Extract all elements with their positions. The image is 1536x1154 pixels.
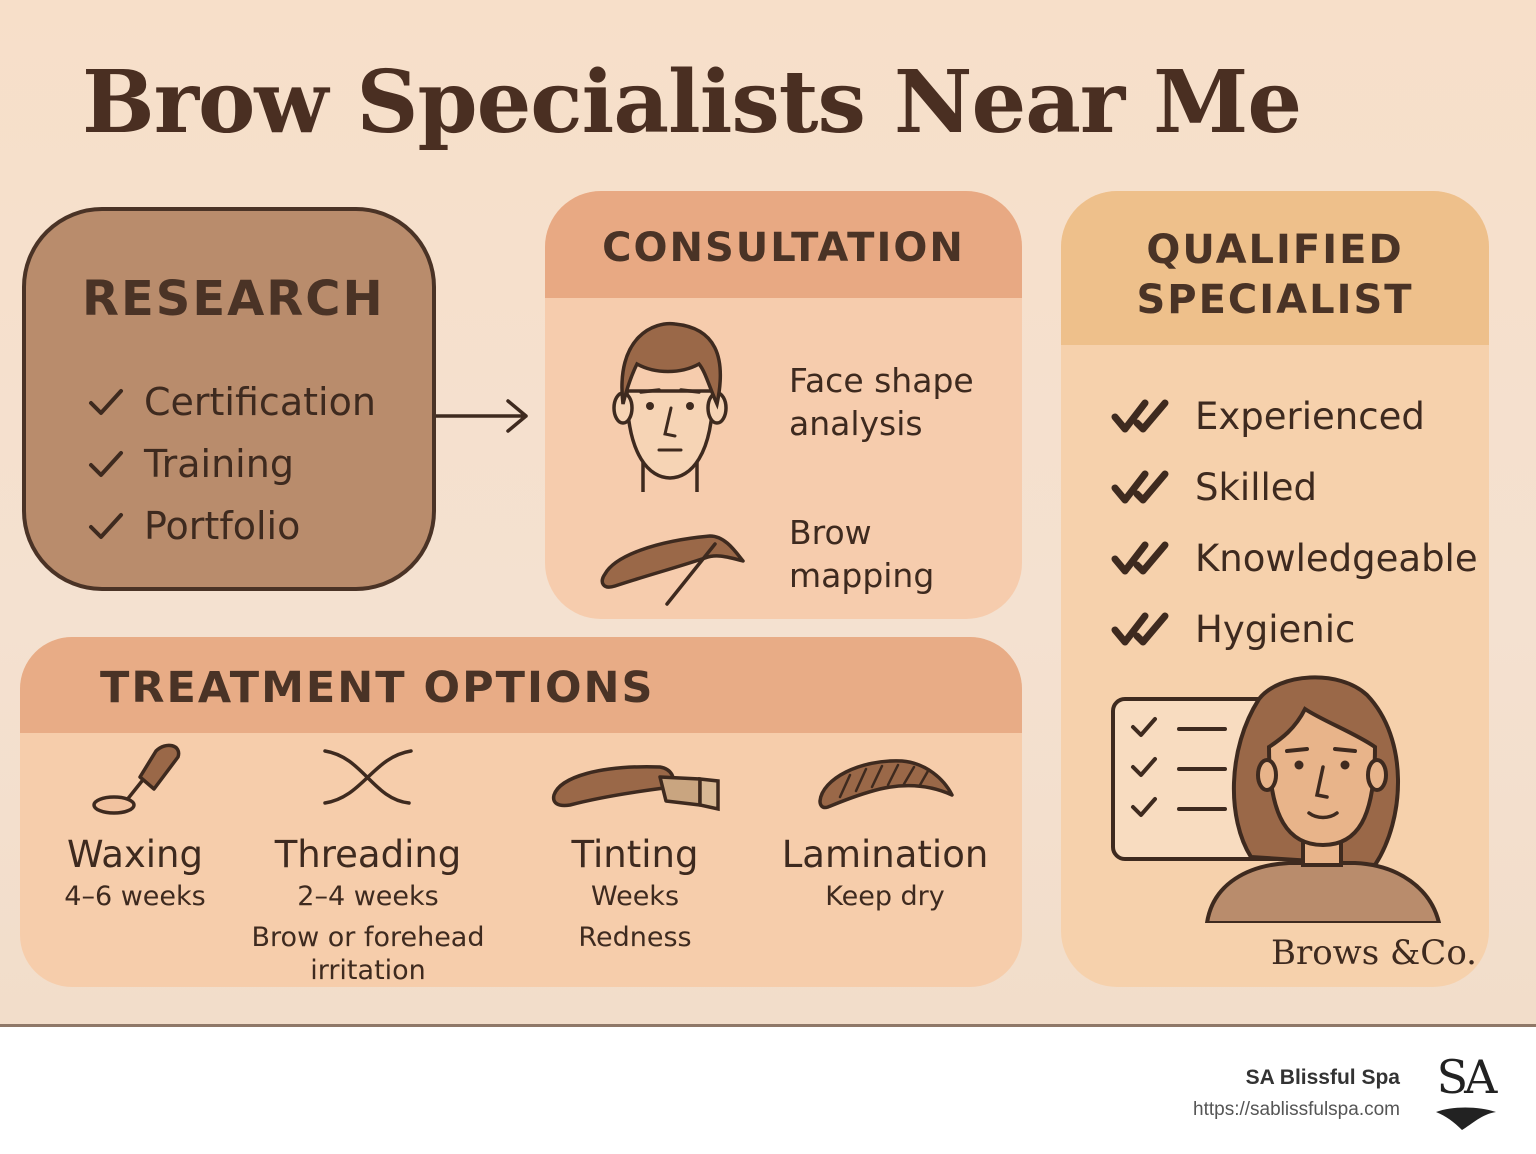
check-icon bbox=[89, 513, 123, 539]
treatment-note: Brow or forehead irritation bbox=[251, 922, 485, 986]
treatment-detail: 2–4 weeks bbox=[297, 881, 439, 912]
qualified-header bbox=[1061, 191, 1489, 345]
double-check-icon bbox=[1111, 399, 1169, 432]
spa-logo-text: SA bbox=[1436, 1050, 1498, 1104]
treatment-name: Waxing bbox=[66, 833, 203, 876]
brow-pencil-icon bbox=[600, 534, 745, 606]
brand-logo-text: Brows &Co. bbox=[1270, 933, 1477, 973]
treatment-name: Threading bbox=[274, 833, 462, 876]
qualified-item-label: Knowledgeable bbox=[1195, 537, 1478, 580]
list-item: Skilled bbox=[1111, 452, 1478, 523]
research-item-label: Certification bbox=[144, 380, 376, 424]
treatment-detail: Weeks bbox=[590, 881, 680, 912]
list-item: Portfolio bbox=[86, 495, 376, 557]
treatment-detail: Keep dry bbox=[825, 881, 945, 912]
double-check-icon bbox=[1111, 470, 1169, 503]
treatment-header bbox=[20, 637, 1022, 733]
research-item-label: Portfolio bbox=[144, 504, 301, 548]
list-item: Hygienic bbox=[1111, 594, 1478, 665]
check-icon bbox=[89, 389, 123, 415]
qualified-item-label: Hygienic bbox=[1195, 608, 1356, 651]
research-card: RESEARCH Certification Training Portfoli… bbox=[22, 207, 436, 591]
qualified-item-label: Experienced bbox=[1195, 395, 1425, 438]
tint-brush-icon bbox=[551, 765, 720, 812]
specialist-with-checklist-icon bbox=[1111, 675, 1442, 923]
treatment-title: TREATMENT OPTIONS bbox=[100, 663, 655, 713]
treatment-note: Redness bbox=[578, 922, 692, 953]
treatment-name: Tinting bbox=[571, 833, 699, 876]
consultation-header bbox=[545, 191, 1022, 298]
treatment-option-lamination: Lamination Keep dry bbox=[774, 739, 996, 915]
infographic: Brow Specialists Near Me RESEARCH Certif… bbox=[0, 0, 1536, 1024]
qualified-list: Experienced Skilled Knowledgeable Hygien… bbox=[1111, 381, 1478, 665]
list-item: Knowledgeable bbox=[1111, 523, 1478, 594]
qualified-title: QUALIFIED SPECIALIST bbox=[1061, 225, 1489, 325]
treatment-name: Lamination bbox=[781, 833, 989, 876]
treatment-detail: 4–6 weeks bbox=[64, 881, 206, 912]
qualified-title-line1: QUALIFIED bbox=[1146, 227, 1404, 273]
arrow-right-icon bbox=[436, 399, 528, 433]
qualified-item-label: Skilled bbox=[1195, 466, 1318, 509]
footer-divider bbox=[0, 1024, 1536, 1027]
brow-mapping-label: Brow mapping bbox=[789, 513, 935, 595]
research-title: RESEARCH bbox=[82, 271, 385, 327]
consultation-card: CONSULTATION Face shape analysis Brow ma… bbox=[545, 191, 1022, 619]
spa-logo-icon bbox=[1436, 1107, 1496, 1130]
research-item-label: Training bbox=[144, 442, 294, 486]
page-title: Brow Specialists Near Me bbox=[82, 52, 1302, 153]
check-icon bbox=[89, 451, 123, 477]
treatment-option-tinting: Tinting Weeks Redness bbox=[540, 739, 730, 954]
footer-url[interactable]: https://sablissfulspa.com bbox=[1193, 1099, 1400, 1120]
qualified-specialist-card: QUALIFIED SPECIALIST Experienced Skilled… bbox=[1061, 191, 1489, 987]
footer-site-name: SA Blissful Spa bbox=[1245, 1066, 1400, 1089]
list-item: Experienced bbox=[1111, 381, 1478, 452]
treatment-option-waxing: Waxing 4–6 weeks bbox=[40, 739, 230, 915]
treatment-options-card: TREATMENT OPTIONS Waxing 4–6 weeks Threa… bbox=[20, 637, 1022, 987]
list-item: Certification bbox=[86, 371, 376, 433]
research-list: Certification Training Portfolio bbox=[86, 371, 376, 557]
face-icon bbox=[612, 321, 728, 492]
treatment-option-threading: Threading 2–4 weeks Brow or forehead irr… bbox=[238, 739, 498, 987]
double-check-icon bbox=[1111, 612, 1169, 645]
qualified-title-line2: SPECIALIST bbox=[1136, 277, 1414, 323]
list-item: Training bbox=[86, 433, 376, 495]
thread-icon bbox=[323, 749, 413, 805]
wax-spatula-icon bbox=[92, 743, 181, 815]
face-shape-analysis-label: Face shape analysis bbox=[789, 361, 974, 443]
double-check-icon bbox=[1111, 541, 1169, 574]
laminated-brow-icon bbox=[818, 759, 954, 810]
consultation-title: CONSULTATION bbox=[602, 225, 965, 271]
